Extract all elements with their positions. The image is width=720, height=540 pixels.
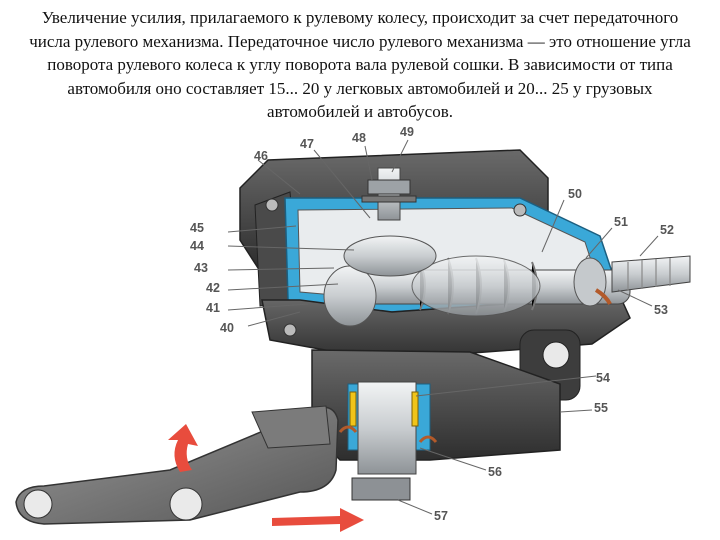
pitman-rib <box>251 405 331 449</box>
washer <box>361 195 417 203</box>
label-43: 43 <box>194 261 208 275</box>
label-51: 51 <box>614 215 628 229</box>
worm-globoid <box>411 255 541 317</box>
bushing-left <box>349 391 357 427</box>
label-47: 47 <box>300 137 314 151</box>
rotation-arrow-bottom <box>272 508 364 532</box>
label-57: 57 <box>434 509 448 523</box>
sector-shaft <box>357 381 417 475</box>
slide-paragraph: Увеличение усилия, прилагаемого к рулево… <box>0 6 720 124</box>
shaft-nut <box>351 477 411 501</box>
label-44: 44 <box>190 239 204 253</box>
label-41: 41 <box>206 301 220 315</box>
text-line: числа рулевого механизма. Передаточное ч… <box>29 31 691 51</box>
bushing-right <box>411 391 419 427</box>
rotation-arrow-left <box>168 424 198 472</box>
seal-right <box>594 288 612 305</box>
label-42: 42 <box>206 281 220 295</box>
bearing-right <box>573 257 607 307</box>
label-46: 46 <box>254 149 268 163</box>
label-53: 53 <box>654 303 668 317</box>
seal-ring <box>338 425 438 443</box>
label-49: 49 <box>400 125 414 139</box>
pitman-eye-small <box>23 489 53 519</box>
bolt-head <box>513 203 527 217</box>
mount-hole <box>542 341 570 369</box>
spline-end <box>611 255 691 293</box>
text-line: автомобилей и автобусов. <box>267 102 453 121</box>
bolt-head <box>265 198 279 212</box>
bearing-left <box>323 265 377 327</box>
label-56: 56 <box>488 465 502 479</box>
roller <box>343 235 437 277</box>
bolt-head <box>283 323 297 337</box>
label-50: 50 <box>568 187 582 201</box>
label-54: 54 <box>596 371 610 385</box>
label-55: 55 <box>594 401 608 415</box>
label-45: 45 <box>190 221 204 235</box>
text-line: Увеличение усилия, прилагаемого к рулево… <box>41 8 679 27</box>
pitman-arm <box>15 406 339 525</box>
text-line: поворота рулевого колеса к углу поворота… <box>47 55 673 74</box>
text-line: автомобиля оно составляет 15... 20 у лег… <box>67 78 653 98</box>
pitman-eye-large <box>169 487 203 521</box>
lock-nut <box>367 179 411 195</box>
label-40: 40 <box>220 321 234 335</box>
label-48: 48 <box>352 131 366 145</box>
label-52: 52 <box>660 223 674 237</box>
